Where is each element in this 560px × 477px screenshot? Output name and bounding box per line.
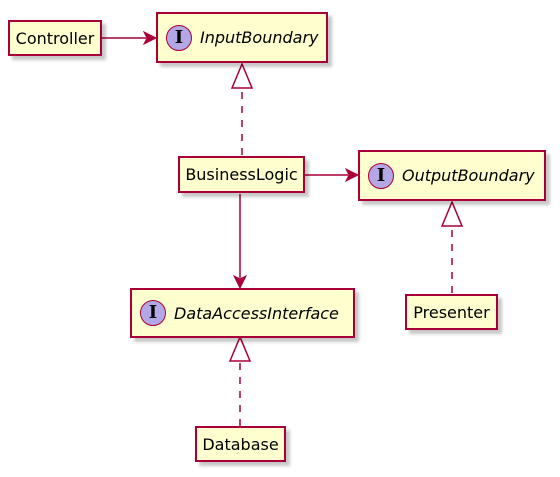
node-business-logic: BusinessLogic: [178, 156, 305, 193]
node-label: DataAccessInterface: [174, 303, 339, 323]
node-label: OutputBoundary: [402, 166, 535, 185]
edge-business-logic-output-boundary: [305, 167, 360, 183]
interface-badge-icon: I: [166, 24, 192, 51]
edge-presenter-output-boundary: [440, 200, 464, 293]
node-label: Presenter: [413, 302, 490, 322]
node-presenter: Presenter: [405, 294, 498, 330]
edge-business-logic-input-boundary: [230, 62, 254, 155]
node-label: BusinessLogic: [185, 165, 298, 184]
interface-badge-icon: I: [368, 162, 394, 189]
node-label: InputBoundary: [200, 28, 319, 47]
edge-business-logic-data-access-interface: [232, 194, 248, 290]
node-data-access-interface: I DataAccessInterface: [130, 288, 355, 338]
node-controller: Controller: [8, 20, 102, 56]
node-label: Database: [202, 434, 279, 454]
node-output-boundary: I OutputBoundary: [358, 150, 546, 201]
node-input-boundary: I InputBoundary: [156, 12, 328, 63]
node-label: Controller: [15, 28, 95, 48]
node-database: Database: [195, 426, 286, 462]
edge-controller-input-boundary: [102, 30, 158, 46]
interface-badge-icon: I: [140, 300, 166, 326]
edge-database-data-access-interface: [228, 335, 252, 426]
